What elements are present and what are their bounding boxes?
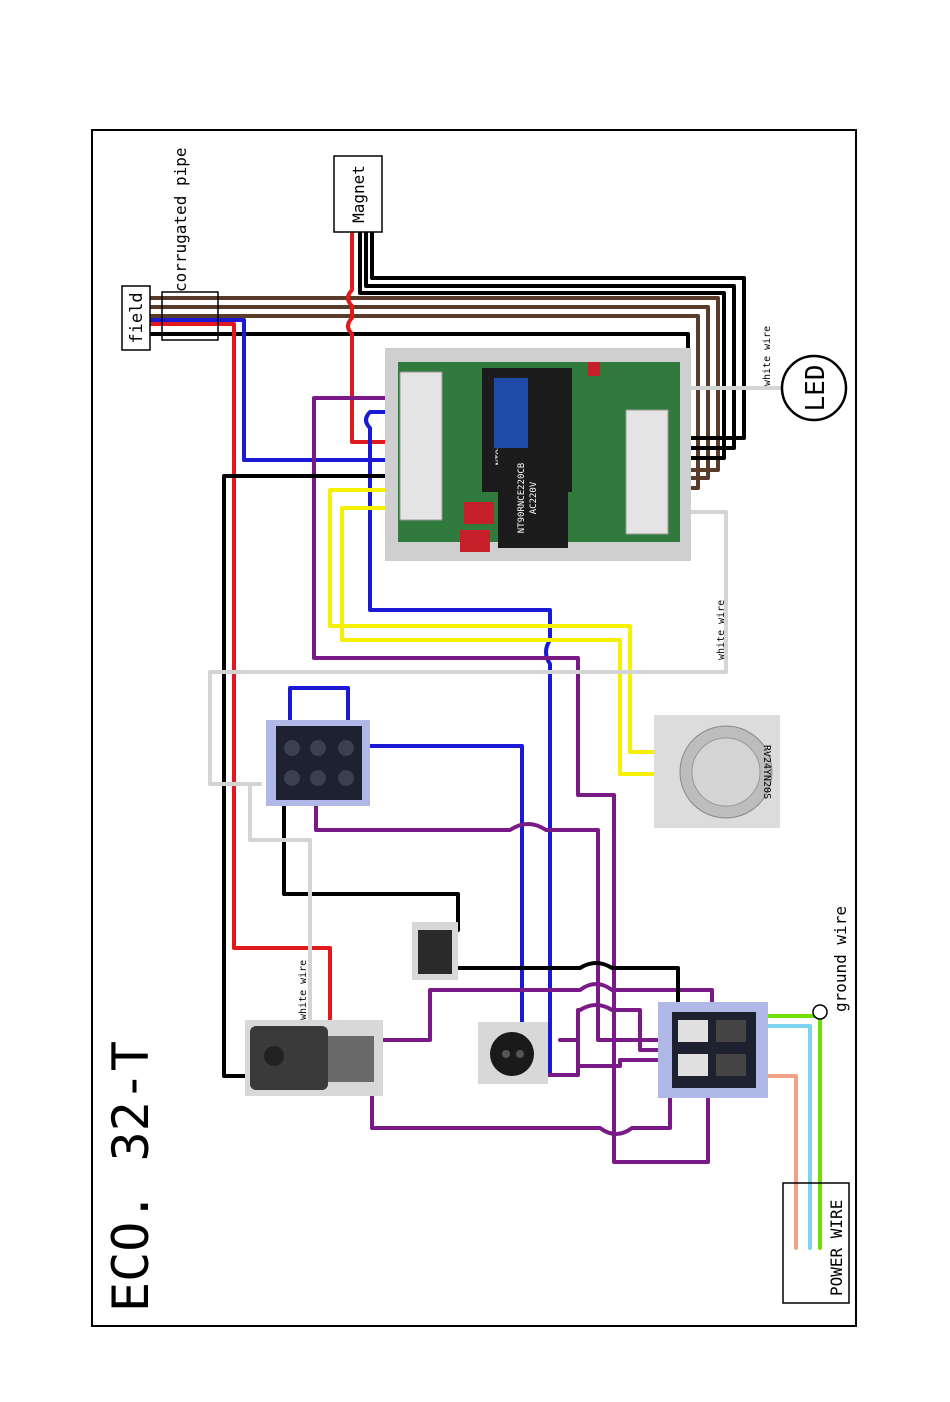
black-wire-capacitor-switch — [458, 963, 678, 1030]
led-label: LED — [801, 365, 831, 412]
model-title: ECO. 32-T — [102, 1041, 160, 1312]
white-wire-label-top: white wire — [762, 326, 773, 386]
magnet-label: Magnet — [349, 165, 368, 223]
ground-wire-label: ground wire — [831, 906, 850, 1012]
socket — [478, 1022, 548, 1084]
blue-wire-field — [150, 320, 400, 460]
field-label-box: field — [122, 286, 150, 350]
relay-board: NT90RNCE220CB AC220V NT90RNCE220CB AC220… — [385, 348, 691, 561]
white-wire-label-mid: white wire — [716, 600, 727, 660]
corrugated-pipe-label: corrugated pipe — [171, 148, 190, 293]
blue-wire-switch — [348, 746, 532, 1060]
power-wire-box: POWER WIRE — [783, 1183, 849, 1303]
potentiometer-marking: RV24YN20S — [761, 745, 772, 799]
ground-terminal — [813, 1005, 827, 1019]
white-wire-label-bottom: white wire — [298, 960, 309, 1020]
field-label: field — [127, 292, 147, 343]
rotary-switch — [266, 720, 370, 806]
salmon-power-wire — [760, 1076, 796, 1248]
capacitor — [412, 922, 458, 980]
relay-2-coil: AC220V — [529, 481, 539, 514]
relay-2-model: NT90RNCE220CB — [517, 463, 527, 533]
contactor — [245, 1020, 383, 1096]
potentiometer: RV24YN20S — [654, 715, 780, 828]
power-wire-label: POWER WIRE — [827, 1200, 846, 1296]
power-switch — [658, 1002, 768, 1098]
red-wire-field — [150, 324, 330, 1046]
led-indicator: LED — [782, 356, 846, 420]
magnet-label-box: Magnet — [334, 156, 382, 232]
